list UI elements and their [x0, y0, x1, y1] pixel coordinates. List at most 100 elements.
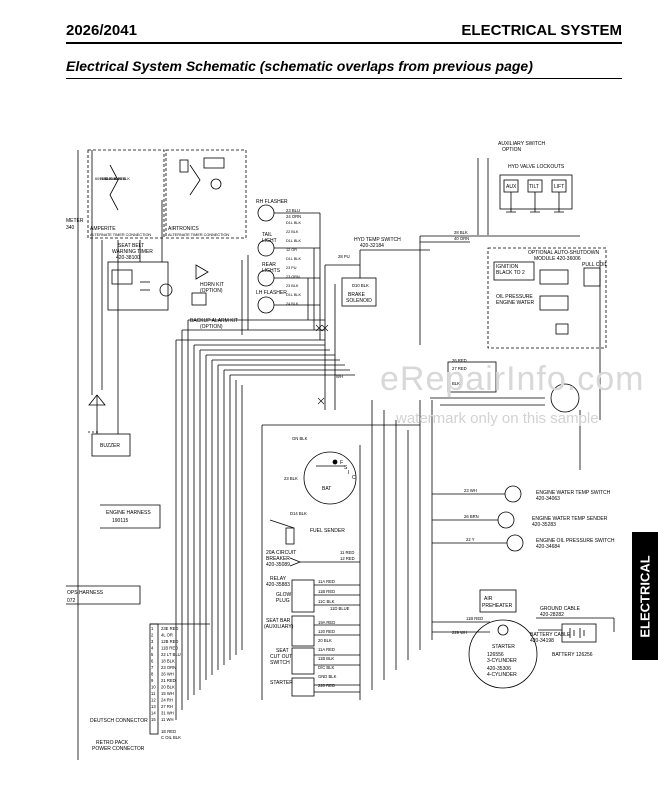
wire-label-d14blk: D14 BLK	[290, 511, 307, 516]
light-wire-label: 23 BLK	[286, 284, 299, 288]
hyd-temp-number: 420-32184	[360, 243, 384, 249]
pull-coil-label: PULL COIL	[582, 262, 608, 268]
oil-pressure-switch-symbol	[506, 534, 524, 552]
left-wire-label: 60 RED	[95, 177, 109, 181]
horn-symbol	[195, 264, 209, 280]
airtronics-sub-label: ALTERNATE TIMER CONNECTION	[168, 233, 229, 237]
connector-wire-label: 11 WH	[161, 717, 174, 722]
relay-cluster-box	[447, 361, 497, 393]
circuit-breaker-symbol	[289, 557, 302, 567]
connector-wire-label: 24 RH	[161, 698, 173, 703]
rops-harness-label: OPS HARNESS	[67, 590, 104, 596]
air-preheater-label: AIR	[484, 596, 493, 602]
connector-pin-number: 9	[151, 678, 154, 683]
connector-wire-label: 18 BLK	[161, 659, 175, 664]
circuit-letter: S	[344, 465, 348, 471]
connector-wire-label: 23E RED	[161, 626, 178, 631]
aux-switch-label-2: OPTION	[502, 147, 522, 153]
circuit-letter: C	[352, 475, 356, 481]
wire-label-229wh: 229 WH	[452, 630, 467, 635]
air-preheater-label-2: PREHEATER	[482, 603, 513, 609]
meter-number: 340	[66, 225, 75, 231]
retro-wire-label: C OIL BLK	[161, 735, 181, 740]
connector-pin-number: 3	[151, 639, 154, 644]
meter-label: METER	[66, 218, 84, 224]
connector-pin-number: 1	[151, 626, 154, 631]
auto-shutdown-number: MODULE 420-36006	[534, 256, 581, 262]
wire-label-23blu: 23 BLU	[286, 208, 300, 213]
seat-cutout-label: SEAT	[276, 648, 289, 654]
light-wire-label: D1L BLK	[286, 293, 302, 297]
circuit-breaker-number: 420-35089	[266, 562, 290, 568]
battery-circle	[303, 451, 357, 505]
wire-label-11red: 11 RED	[340, 550, 354, 555]
relay-number: 420-35883	[266, 582, 290, 588]
left-wire-label: 64 RED	[113, 177, 127, 181]
seat-belt-label-2: WARNING TIMER	[112, 249, 153, 255]
tail-light-label: TAIL	[262, 232, 272, 238]
lift-label: LIFT	[554, 184, 564, 190]
connector-pin-number: 11	[151, 691, 156, 696]
wire-label-28pu: 28 PU	[338, 254, 350, 259]
amperite-box	[87, 149, 165, 239]
seat-belt-label-3: 420-38100	[116, 255, 140, 261]
backup-alarm-label-2: (OPTION)	[200, 324, 223, 330]
ignition-label: IGNITION	[496, 264, 519, 270]
ignition-switch-circle	[550, 383, 580, 413]
switch-wire-label: 120 RED	[318, 629, 335, 634]
fuel-sender-label: FUEL SENDER	[310, 528, 345, 534]
starter-label: STARTER	[492, 644, 515, 650]
starter-4cyl-label: 4-CYLINDER	[487, 672, 517, 678]
connector-wire-label: 23 ORN	[161, 665, 176, 670]
connector-wire-label: 31 WH	[161, 711, 174, 716]
rh-flasher-lamp	[257, 204, 275, 222]
connector-wire-label: 15 WH	[161, 691, 174, 696]
lh-flasher-label: LH FLASHER	[256, 290, 287, 296]
switch-wire-label: 220 RED	[318, 683, 335, 688]
rops-harness-box	[66, 585, 141, 605]
seat-cutout-box	[291, 647, 315, 675]
ground-cable-number: 420-28282	[540, 612, 564, 618]
light-wire-label: 23 PU	[286, 266, 297, 270]
starter-3cyl-number: 126556	[487, 652, 504, 658]
page-subtitle: Electrical System Schematic (schematic o…	[66, 58, 533, 74]
wire-label-24orn: 24 ORN	[286, 214, 301, 219]
glow-plug-label-2: PLUG	[276, 598, 290, 604]
connector-pin-number: 15	[151, 717, 156, 722]
watermark-note: watermark only on this sample	[396, 410, 599, 427]
brake-solenoid-box	[341, 277, 377, 307]
engine-harness-label: ENGINE HARNESS	[106, 510, 151, 516]
oil-pressure-label: OIL PRESSURE	[496, 294, 533, 300]
left-wire-label: 65 BLK	[118, 177, 131, 181]
wire-label-40orn: 40 ORN	[454, 236, 469, 241]
auto-shutdown-module	[487, 247, 607, 349]
auto-shutdown-label: OPTIONAL AUTO-SHUTDOWN	[528, 250, 600, 256]
retro-pack-label-2: POWER CONNECTOR	[92, 746, 145, 752]
light-wire-label: 24 BLK	[286, 302, 299, 306]
seat-cutout-label-3: SWITCH	[270, 660, 290, 666]
rops-harness-number: 072	[67, 598, 76, 604]
hyd-valve-label: HYD VALVE LOCKOUTS	[508, 164, 565, 170]
rh-flasher-label: RH FLASHER	[256, 199, 288, 205]
connector-wire-label: 20 BLK	[161, 685, 175, 690]
retro-pack-label: RETRO PACK	[96, 740, 129, 746]
seat-belt-label: SEAT BELT	[118, 243, 144, 249]
relay-label: RELAY	[270, 576, 287, 582]
bat-label: BAT	[322, 486, 331, 492]
connector-pin-number: 2	[151, 633, 154, 638]
amperite-coil	[109, 164, 119, 211]
starter-relay-label: STARTER	[270, 680, 293, 686]
water-temp-switch-symbol	[504, 485, 522, 503]
wire-label-26brn: 26 BRN	[464, 514, 479, 519]
hyd-valve-lockouts-box	[499, 174, 573, 210]
circuit-letter: I	[348, 470, 349, 476]
ignition-label-2: BLACK TO 2	[496, 270, 525, 276]
wire-label-blk: BLK	[452, 381, 460, 386]
switch-wire-label: GND BLK	[318, 674, 337, 679]
starter-motor-circle	[468, 619, 538, 689]
engine-harness-box	[100, 504, 161, 529]
glow-plug-label: GLOW	[276, 592, 292, 598]
seat-cutout-label-2: CUT OUT	[270, 654, 292, 660]
section-side-tab[interactable]: ELECTRICAL	[632, 532, 658, 660]
